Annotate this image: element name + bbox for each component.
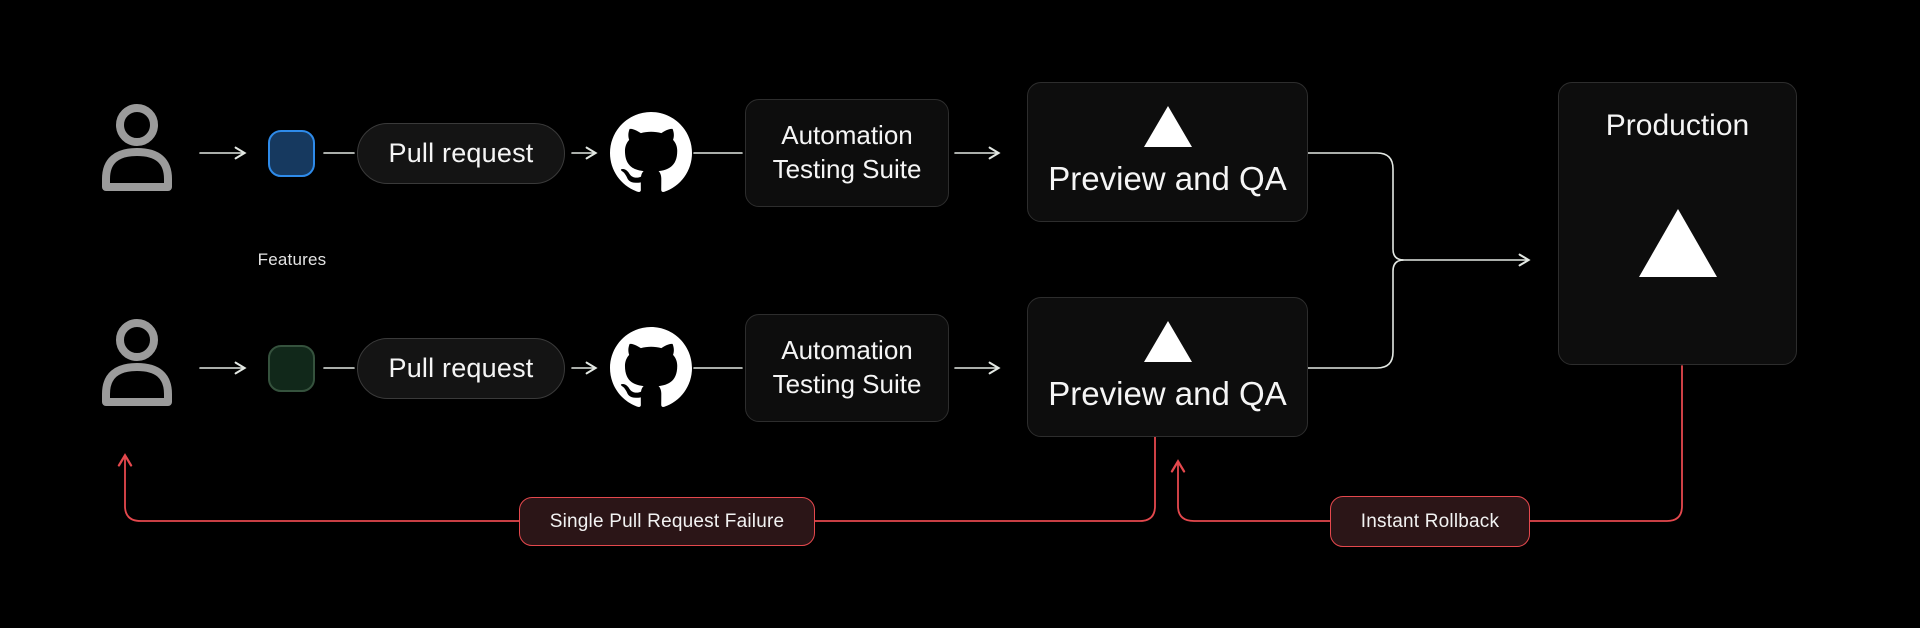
- vercel-triangle-icon: [1638, 208, 1717, 277]
- person-icon: [98, 103, 176, 196]
- github-logo-icon: [610, 112, 692, 194]
- features-label: Features: [257, 250, 327, 269]
- pull-request-node: Pull request: [357, 338, 565, 399]
- preview-qa-label: Preview and QA: [1048, 160, 1287, 197]
- instant-rollback-label: Instant Rollback: [1360, 510, 1500, 532]
- production-label: Production: [1605, 109, 1750, 142]
- merge-line-preview1: [1307, 152, 1404, 261]
- feature-branch-node-green: [268, 345, 315, 392]
- preview-and-qa-node: Preview and QA: [1027, 82, 1308, 222]
- automation-line2: Testing Suite: [772, 369, 922, 399]
- merge-line-preview2: [1307, 259, 1404, 369]
- vercel-triangle-icon: [1143, 321, 1192, 362]
- preview-and-qa-node: Preview and QA: [1027, 297, 1308, 437]
- person-icon: [98, 318, 176, 411]
- production-node: Production: [1558, 82, 1797, 365]
- vercel-triangle-icon: [1143, 106, 1192, 147]
- pull-request-node: Pull request: [357, 123, 565, 184]
- preview-qa-label: Preview and QA: [1048, 375, 1287, 412]
- instant-rollback-badge: Instant Rollback: [1330, 496, 1530, 547]
- automation-line1: Automation: [781, 120, 913, 151]
- automation-testing-suite-node: Automation Testing Suite: [745, 99, 949, 207]
- automation-testing-suite-node: Automation Testing Suite: [745, 314, 949, 422]
- feature-branch-node-blue: [268, 130, 315, 177]
- automation-line1: Automation: [781, 335, 913, 366]
- automation-line2: Testing Suite: [772, 154, 922, 184]
- pull-request-label: Pull request: [388, 138, 534, 168]
- single-pull-request-failure-badge: Single Pull Request Failure: [519, 497, 815, 546]
- github-logo-icon: [610, 327, 692, 409]
- single-pull-request-failure-label: Single Pull Request Failure: [549, 510, 785, 532]
- pull-request-label: Pull request: [388, 353, 534, 383]
